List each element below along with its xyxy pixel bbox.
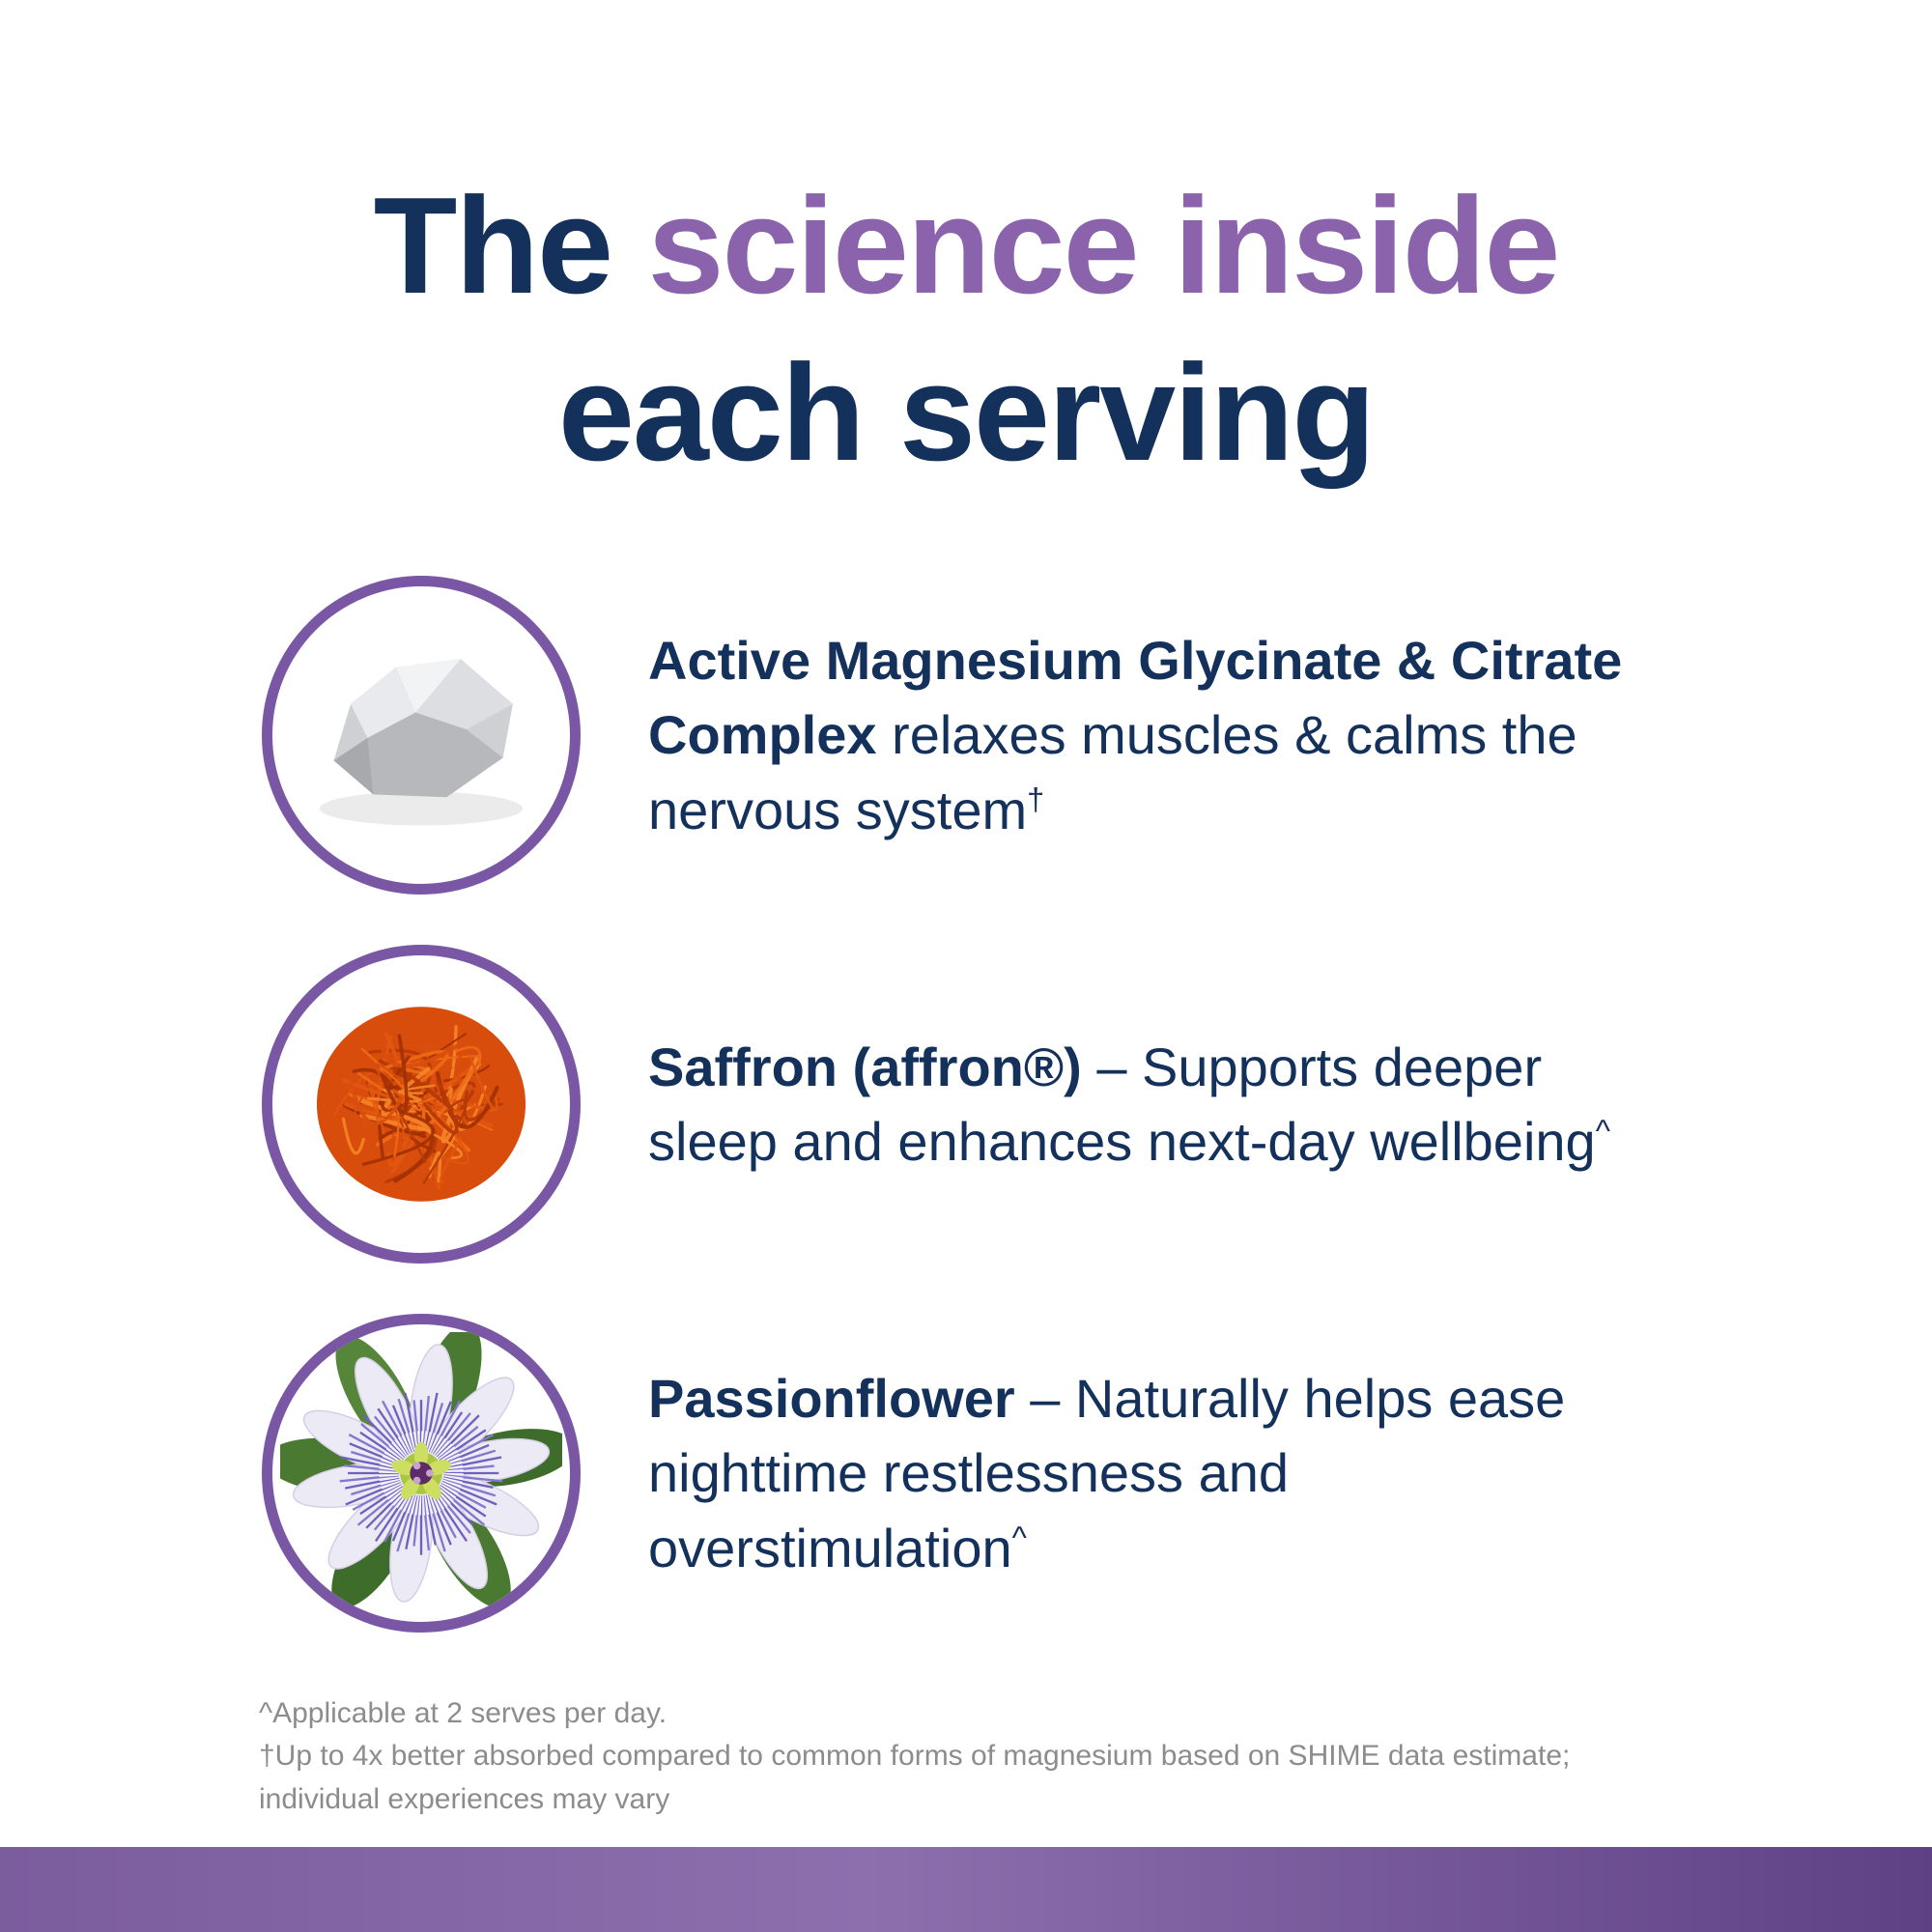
magnesium-description: Active Magnesium Glycinate & Citrate Com… xyxy=(648,630,1623,840)
passionflower-image xyxy=(280,1332,562,1608)
passionflower-name: Passionflower xyxy=(648,1368,1015,1430)
ingredient-list: Active Magnesium Glycinate & Citrate Com… xyxy=(262,576,1769,1633)
saffron-footnote-mark: ^ xyxy=(1595,1113,1610,1149)
footnotes: ^Applicable at 2 serves per day. †Up to … xyxy=(259,1692,1631,1821)
passionflower-circle xyxy=(262,1314,581,1633)
saffron-circle xyxy=(262,945,581,1264)
passionflower-description: Passionflower – Naturally helps ease nig… xyxy=(648,1368,1566,1578)
title-highlight: science inside xyxy=(647,169,1561,323)
saffron-threads-image xyxy=(316,1007,526,1202)
ingredient-item-saffron: Saffron (affron®) – Supports deeper slee… xyxy=(262,945,1769,1264)
footnote-line-1: ^Applicable at 2 serves per day. xyxy=(259,1697,668,1729)
page-title: The science inside each serving xyxy=(0,162,1932,497)
page-title-line1: The science inside xyxy=(0,162,1932,329)
ingredient-item-passionflower: Passionflower – Naturally helps ease nig… xyxy=(262,1314,1769,1633)
footnote-line-2: †Up to 4x better absorbed compared to co… xyxy=(259,1740,1571,1815)
bottom-accent-bar xyxy=(0,1847,1932,1932)
page-title-line2: each serving xyxy=(557,336,1376,491)
magnesium-name: Active Magnesium Glycinate & Citrate Com… xyxy=(648,630,1623,766)
saffron-description: Saffron (affron®) – Supports deeper slee… xyxy=(648,1036,1610,1172)
magnesium-footnote-mark: † xyxy=(1027,781,1045,816)
title-lead: The xyxy=(373,169,648,323)
saffron-name: Saffron (affron®) xyxy=(648,1036,1082,1097)
passionflower-footnote-mark: ^ xyxy=(1011,1519,1027,1554)
magnesium-circle xyxy=(262,576,581,895)
ingredient-item-magnesium: Active Magnesium Glycinate & Citrate Com… xyxy=(262,576,1769,895)
magnesium-rock-image xyxy=(319,659,524,826)
